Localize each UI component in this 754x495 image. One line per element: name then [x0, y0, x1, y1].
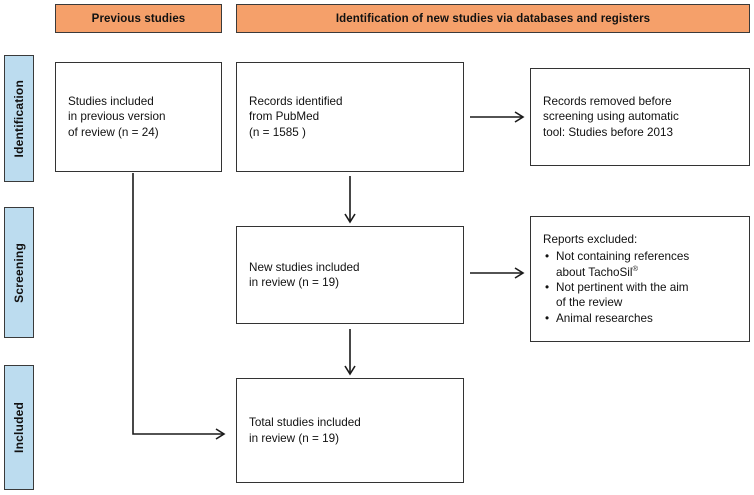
box-total-studies-included: Total studies included in review (n = 19…: [236, 378, 464, 483]
box-records-identified-line-2: from PubMed: [249, 110, 320, 124]
arrow-new-studies-to-reports-excluded: [470, 267, 525, 279]
arrow-records-identified-to-new-studies: [344, 176, 356, 224]
reports-excluded-item-line-2: of the review: [556, 296, 623, 310]
stage-label-identification: Identification: [4, 55, 34, 182]
box-records-identified-line-3: (n = 1585 ): [249, 125, 306, 139]
arrow-prev-studies-to-total-studies: [132, 173, 226, 440]
box-total-studies-line-1: Total studies included: [249, 416, 361, 430]
box-records-removed-before-screening: Records removed before screening using a…: [530, 68, 750, 166]
box-records-removed-line-3: tool: Studies before 2013: [543, 125, 673, 139]
box-prev-line-1: Studies included: [68, 94, 154, 108]
box-new-studies-included: New studies included in review (n = 19): [236, 226, 464, 324]
registered-trademark-mark: ®: [632, 263, 638, 273]
box-records-removed-line-1: Records removed before: [543, 94, 672, 108]
header-new-studies-label: Identification of new studies via databa…: [335, 12, 651, 25]
reports-excluded-item: Not pertinent with the aim of the review: [545, 280, 737, 311]
box-prev-line-3: of review (n = 24): [68, 125, 159, 139]
stage-label-screening-text: Screening: [12, 242, 26, 303]
box-studies-included-previous-version: Studies included in previous version of …: [55, 62, 222, 172]
box-reports-excluded: Reports excluded: Not containing referen…: [530, 216, 750, 342]
box-records-identified-pubmed: Records identified from PubMed (n = 1585…: [236, 62, 464, 172]
stage-label-included: Included: [4, 365, 34, 490]
reports-excluded-item-line-1: Not pertinent with the aim: [556, 281, 689, 294]
box-total-studies-line-2: in review (n = 19): [249, 431, 339, 445]
arrow-records-identified-to-records-removed: [470, 111, 525, 123]
box-records-identified-line-1: Records identified: [249, 94, 343, 108]
stage-label-identification-text: Identification: [12, 79, 26, 158]
box-reports-excluded-heading: Reports excluded:: [543, 232, 638, 246]
box-new-studies-line-2: in review (n = 19): [249, 276, 339, 289]
stage-label-included-text: Included: [12, 402, 26, 453]
box-new-studies-line-1: New studies included: [249, 260, 360, 274]
header-new-studies-databases: Identification of new studies via databa…: [236, 4, 750, 33]
stage-label-screening: Screening: [4, 207, 34, 338]
reports-excluded-item-line-1: Animal researches: [556, 311, 653, 325]
header-previous-studies: Previous studies: [55, 4, 222, 33]
box-prev-line-2: in previous version: [68, 110, 166, 124]
box-records-removed-line-2: screening using automatic: [543, 110, 679, 124]
header-previous-studies-label: Previous studies: [91, 12, 186, 25]
arrow-new-studies-to-total-studies: [344, 329, 356, 376]
reports-excluded-item: Animal researches: [545, 311, 737, 327]
reports-excluded-item-line-2: about TachoSil®: [556, 263, 638, 279]
reports-excluded-item-line-1: Not containing references: [556, 250, 690, 264]
